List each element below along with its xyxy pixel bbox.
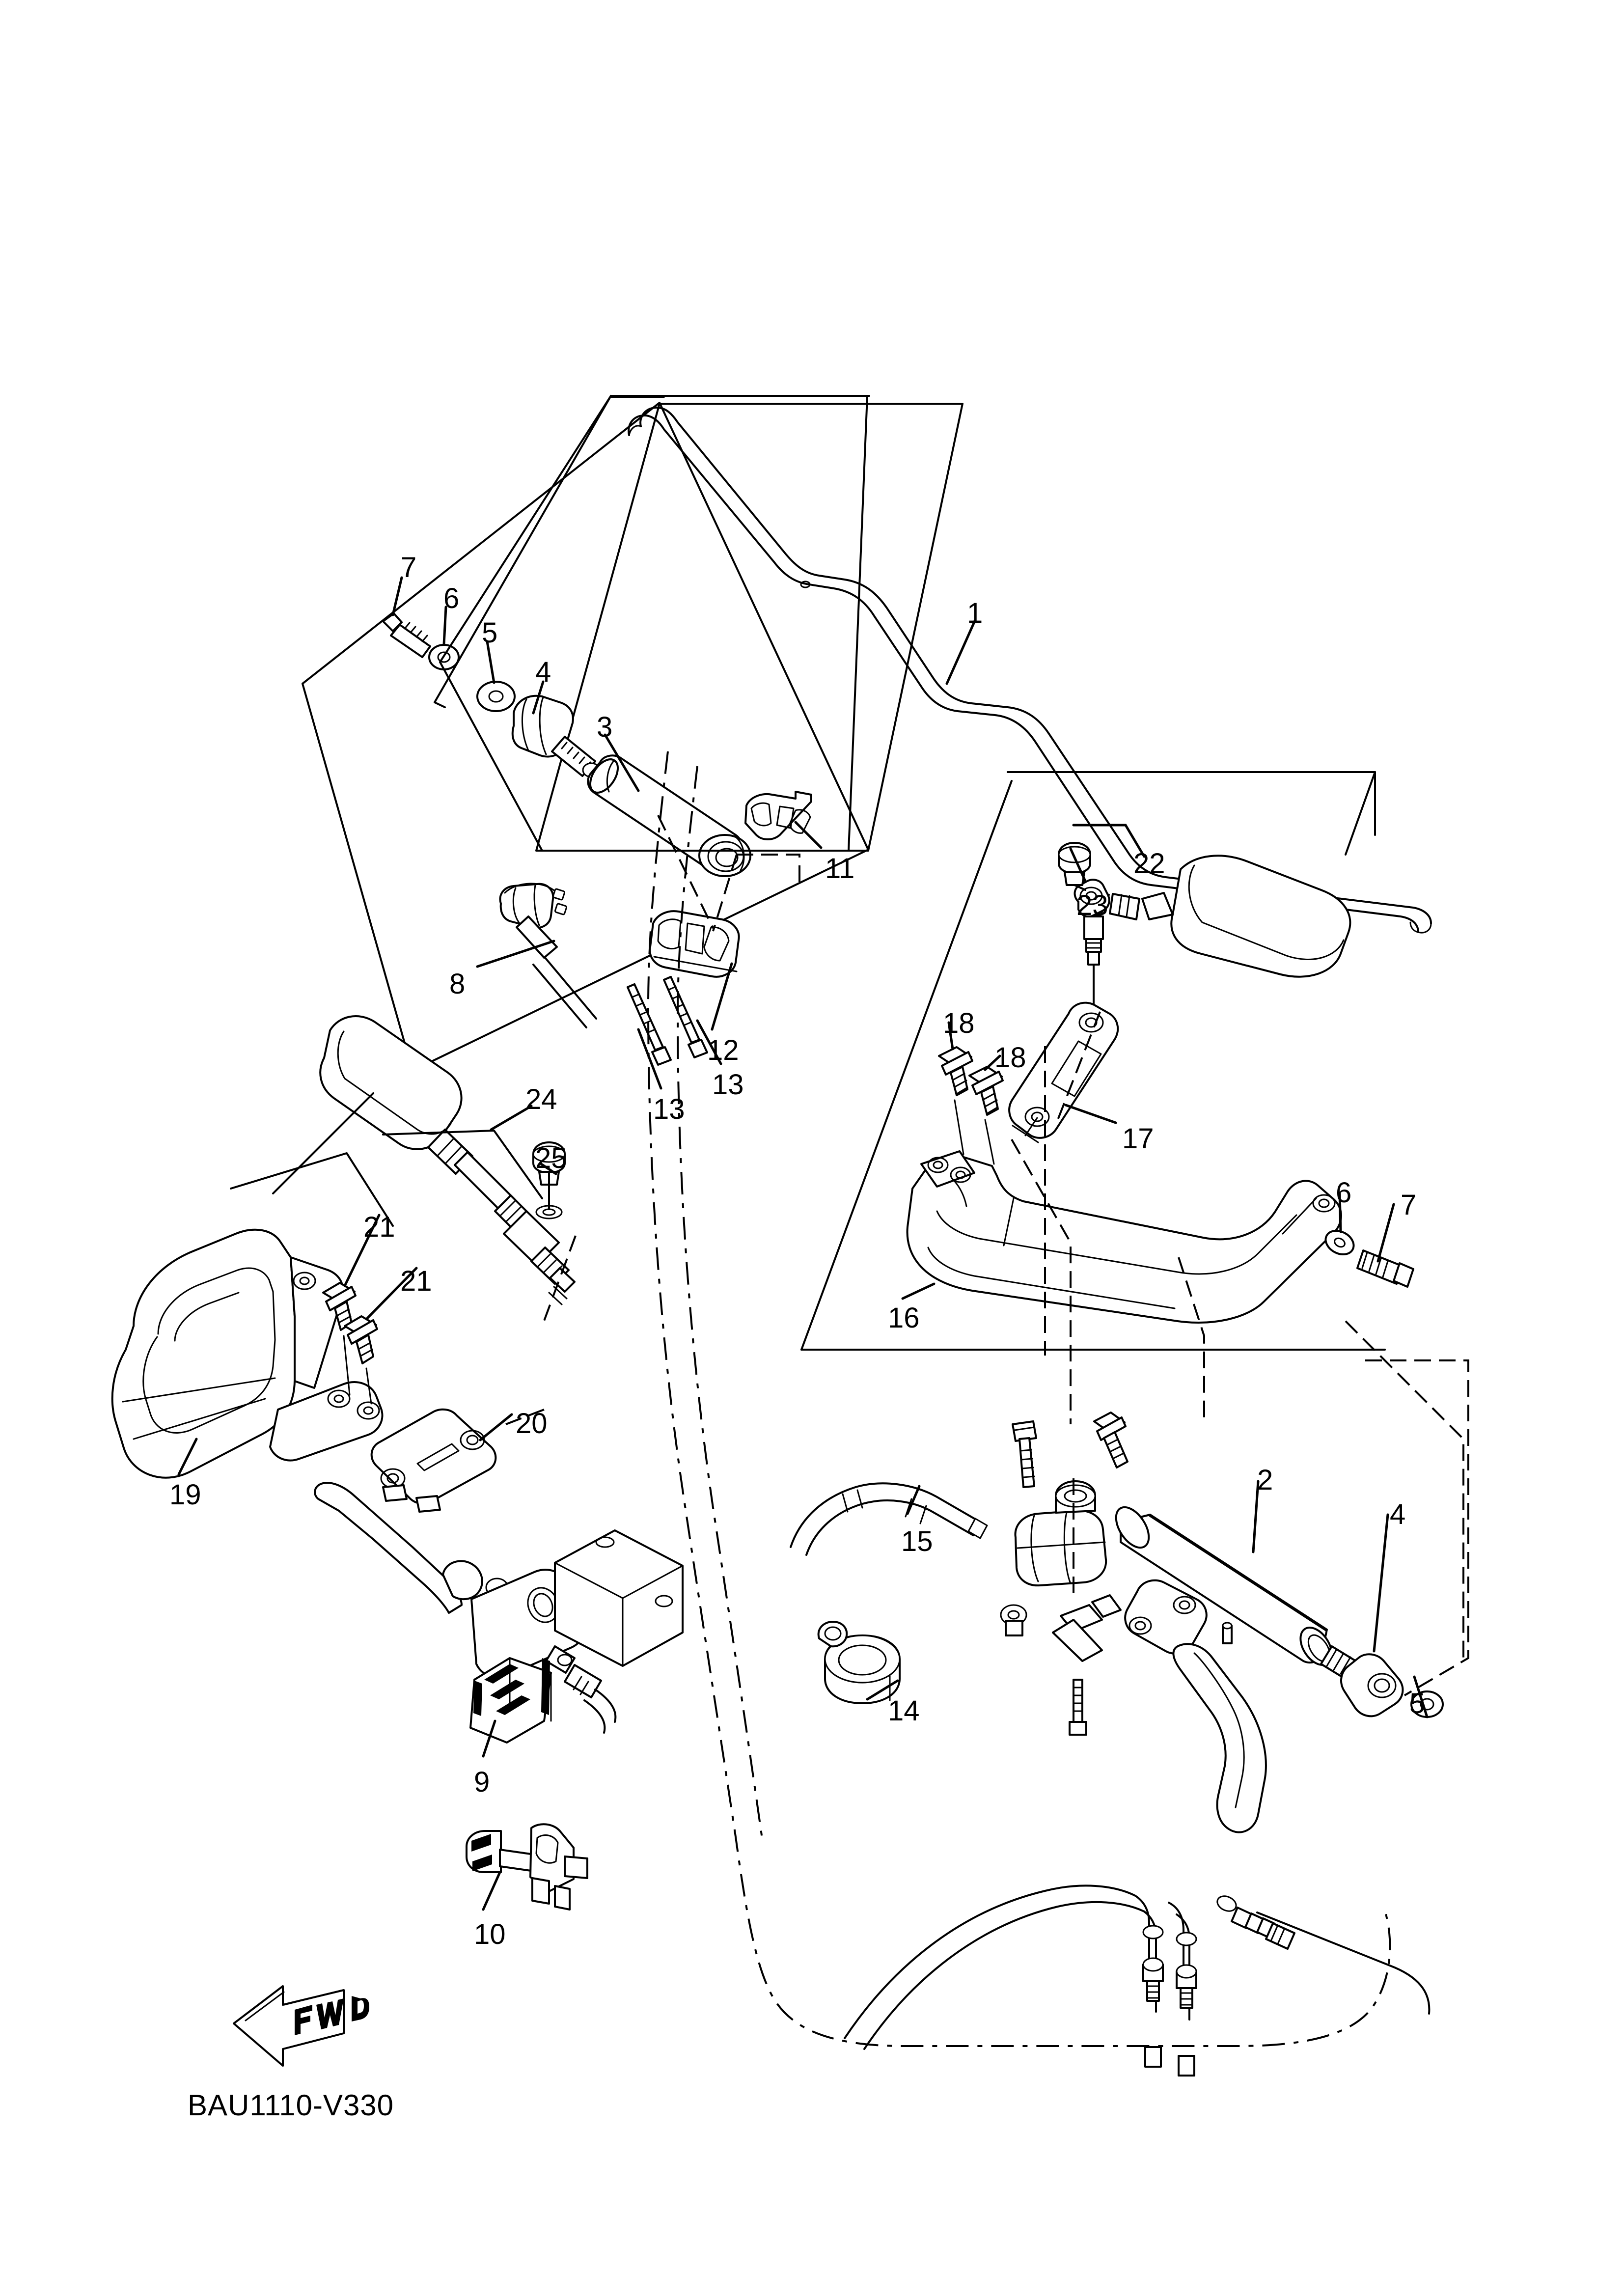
callout-23: 23 [1076, 889, 1108, 921]
handlebar-part-1 [628, 406, 1432, 934]
callout-21-a: 21 [363, 1211, 395, 1243]
callout-5-right: 5 [1409, 1688, 1426, 1719]
washer-part-6-right [1324, 1230, 1355, 1255]
group-outline-handlebar-box [535, 403, 963, 852]
callout-2: 2 [1257, 1464, 1273, 1496]
callout-25: 25 [535, 1142, 567, 1174]
callout-22: 22 [1133, 848, 1165, 880]
alignment-guides [505, 815, 1074, 1599]
callout-9: 9 [474, 1766, 490, 1798]
bolt-part-21-b [344, 1315, 378, 1364]
fwd-arrow-marker [233, 1985, 369, 2067]
callout-5-left: 5 [482, 617, 498, 649]
callout-1: 1 [967, 597, 983, 629]
callout-11: 11 [825, 853, 855, 885]
callout-14: 14 [888, 1695, 920, 1727]
leader-lines [177, 576, 1429, 1911]
cable-clamp-part-10 [466, 1823, 588, 1911]
cable-clamp-part-9 [469, 1657, 552, 1744]
throttle-housing [1000, 1412, 1267, 1833]
bolt-part-13-b [663, 976, 708, 1058]
callout-6-left: 6 [443, 582, 460, 614]
callout-3: 3 [597, 711, 613, 743]
group-outline-left-upper [302, 402, 869, 1072]
collar-part-5-left [476, 681, 516, 712]
bolt-part-13-a [627, 983, 672, 1066]
throttle-cable-part-15 [790, 1482, 988, 1556]
callout-10: 10 [474, 1918, 506, 1950]
bar-end-weight-part-4-right [1320, 1645, 1404, 1717]
mirror-right-part-22 [1073, 855, 1351, 1023]
callout-17: 17 [1122, 1123, 1154, 1155]
callout-15: 15 [901, 1525, 933, 1557]
grouping-boxes [230, 395, 1469, 1696]
callout-18-b: 18 [994, 1042, 1026, 1074]
callout-20: 20 [516, 1408, 548, 1440]
hose-clamp-part-14 [817, 1621, 901, 1704]
screw-part-7-left [382, 612, 431, 658]
bolt-part-18-b [968, 1066, 1004, 1116]
callout-24: 24 [525, 1083, 557, 1115]
callout-13-b: 13 [712, 1069, 744, 1101]
mirror-left-part-24 [319, 1015, 576, 1305]
callout-7-left: 7 [401, 552, 417, 583]
cable-ends-assembly [844, 1884, 1431, 2077]
cable-routing-envelope [647, 751, 1464, 2047]
handlebar-lower-holder-part-12 [649, 910, 740, 978]
handguard-left-part-19 [111, 1228, 384, 1479]
collar-part-5-right [1410, 1690, 1444, 1718]
callout-16: 16 [888, 1302, 920, 1334]
handlebar-upper-holder-part-11 [744, 791, 812, 840]
master-cylinder-assembly [314, 1482, 684, 1734]
diagram-code: BAU1110-V330 [188, 2089, 394, 2122]
callout-7-right: 7 [1401, 1189, 1417, 1221]
grip-part-3 [587, 754, 751, 877]
callout-18-a: 18 [943, 1007, 975, 1039]
bolt-part-21-a [322, 1282, 357, 1331]
callout-4-left: 4 [535, 656, 551, 688]
callout-21-b: 21 [400, 1265, 432, 1297]
callout-4-right: 4 [1390, 1498, 1406, 1530]
callout-8: 8 [449, 968, 466, 1000]
callout-6-right: 6 [1336, 1177, 1352, 1209]
switch-cable-part-8 [499, 883, 597, 1028]
screw-part-7-right [1356, 1249, 1414, 1288]
bar-end-weight-part-4-left [511, 694, 601, 778]
handguard-right-part-16 [906, 1150, 1342, 1324]
callout-19: 19 [169, 1479, 201, 1511]
bolt-part-18-a [938, 1046, 973, 1096]
callout-13-a: 13 [653, 1093, 685, 1125]
handguard-bracket-part-20 [370, 1408, 497, 1513]
callout-12: 12 [707, 1034, 739, 1066]
throttle-grip-part-2 [1115, 1506, 1333, 1666]
